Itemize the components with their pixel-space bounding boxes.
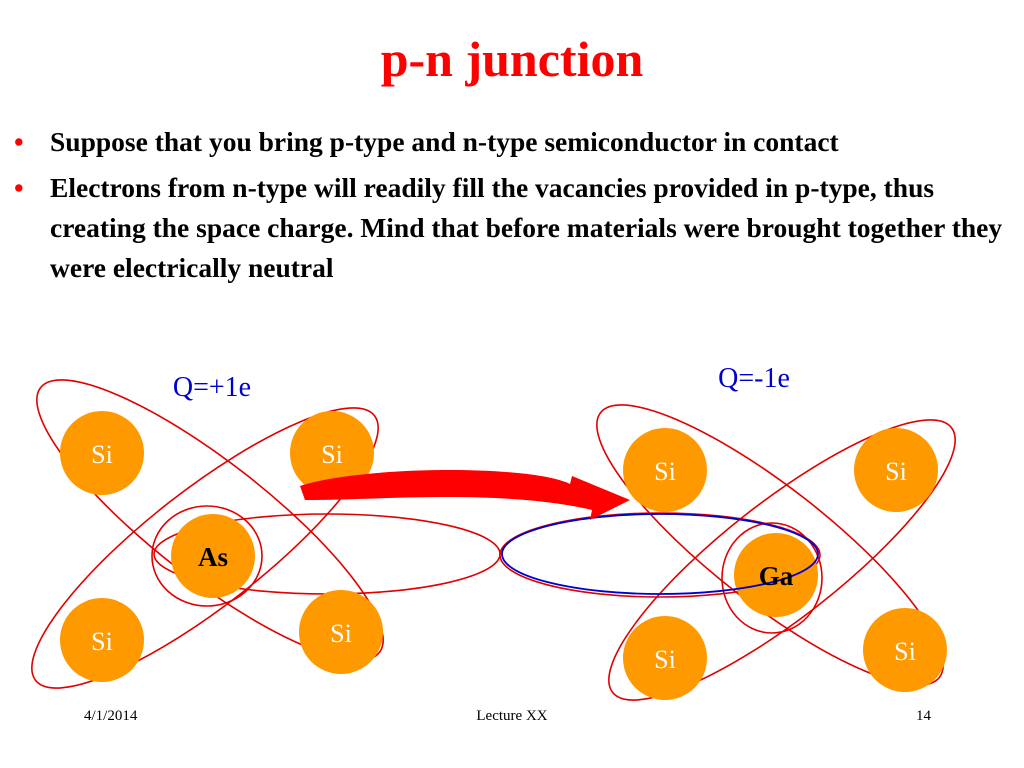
footer-date: 4/1/2014 [84,708,138,724]
center-atom-label: Ga [759,561,794,591]
si-atom [863,608,947,692]
atom-label: Si [321,440,343,469]
bond-orbit [596,404,944,686]
atom-label: Si [885,457,907,486]
si-atom [854,428,938,512]
bond-orbit [151,505,263,607]
charge-label: Q=-1e [718,363,790,394]
atom-label: Si [654,645,676,674]
slide-title: p-n junction [380,31,644,87]
si-atom [299,590,383,674]
atom-label: Si [91,627,113,656]
atom-label: Si [330,619,352,648]
atom-label: Si [894,637,916,666]
si-atom [60,411,144,495]
right-lattice: Si Si Ga Si Si Q=-1e [499,363,956,701]
charge-label: Q=+1e [173,372,251,403]
si-atom [60,598,144,682]
bullet-text: Suppose that you bring p-type and n-type… [50,126,839,157]
footer-page-number: 14 [916,708,931,724]
bullet-text: Electrons from n-type will readily fill … [50,172,1003,283]
bullet-item: • Suppose that you bring p-type and n-ty… [12,122,1017,162]
si-atom [290,411,374,495]
electron-transfer-arrow [300,470,630,520]
ga-atom [734,533,818,617]
bond-orbit [608,419,956,701]
atom-label: Si [654,457,676,486]
footer-lecture: Lecture XX [476,708,548,724]
atom-label: Si [91,440,113,469]
bond-orbit [499,512,821,598]
center-atom-label: As [198,542,228,572]
si-atom [623,428,707,512]
bond-orbit [721,522,823,634]
bullet-list: • Suppose that you bring p-type and n-ty… [12,122,1017,294]
bullet-symbol: • [14,172,24,203]
bond-orbit [31,407,379,689]
left-lattice: Si Si As Si Si Q=+1e [31,372,501,689]
si-atom [623,616,707,700]
electron-orbit [501,513,819,595]
as-atom [171,514,255,598]
bullet-symbol: • [14,126,24,157]
bullet-item: • Electrons from n-type will readily fil… [12,168,1017,288]
